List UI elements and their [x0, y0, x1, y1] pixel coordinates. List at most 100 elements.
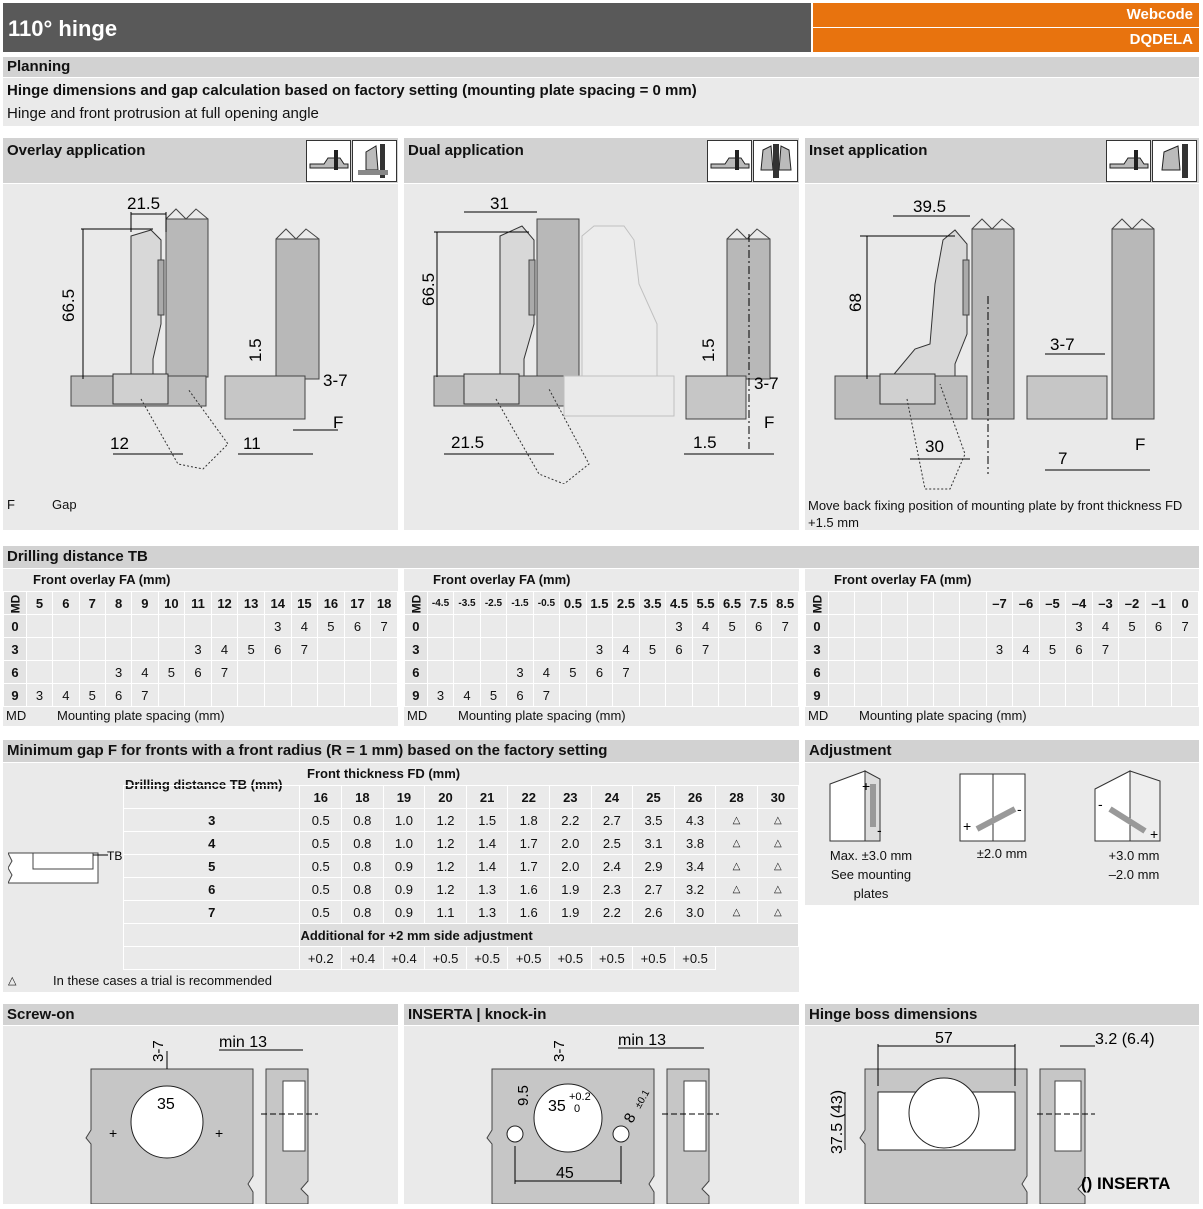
boss-w: 57: [935, 1030, 953, 1047]
fa-col-header: [827, 591, 856, 615]
tb-cell: 3: [506, 660, 534, 684]
gap-cell: 2.2: [590, 900, 634, 924]
tb-value: 7: [122, 900, 301, 924]
tb-cell: [1038, 660, 1067, 684]
tb-cell: 7: [532, 683, 561, 707]
gap-cell: 1.5: [465, 808, 509, 832]
tb-cell: [263, 683, 292, 707]
tb-cell: [1171, 660, 1199, 684]
tb-cell: 6: [343, 614, 372, 638]
gap-cell: 2.0: [549, 831, 592, 855]
fd-col-header: 18: [341, 785, 384, 809]
tb-cell: [585, 614, 614, 638]
tb-cell: [1012, 683, 1040, 707]
tb-cell: 6: [665, 637, 693, 661]
tb-cell: 5: [479, 683, 508, 707]
fa-col-header: [906, 591, 935, 615]
tb-cell: [880, 614, 908, 638]
md-desc-1: Mounting plate spacing (mm): [57, 708, 225, 723]
gap-cell: 1.4: [465, 831, 509, 855]
md-value: 0: [3, 614, 27, 638]
tb-cell: [1012, 614, 1040, 638]
md-label-3: MD: [808, 708, 829, 723]
tb-cell: [906, 637, 935, 661]
tb-cell: [906, 660, 935, 684]
tb-cell: [1118, 637, 1146, 661]
fd-col-header: 23: [549, 785, 592, 809]
gap-cell: 0.9: [382, 877, 426, 901]
tb-cell: 6: [1144, 614, 1173, 638]
overlay-dim-b: 11: [243, 434, 261, 453]
legend-key: F: [7, 497, 15, 512]
tb-cell: [25, 614, 54, 638]
tb-cell: [771, 637, 799, 661]
tb-cell: [104, 637, 133, 661]
tb-cell: 6: [1065, 637, 1093, 661]
inset-note: Move back fixing position of mounting pl…: [808, 498, 1183, 530]
legend-value: Gap: [52, 497, 77, 512]
tb-cell: 7: [131, 683, 159, 707]
tb-cell: 7: [370, 614, 398, 638]
fa-col-header: 15: [290, 591, 319, 615]
tb-cell: 3: [665, 614, 693, 638]
overlay-title: Overlay application: [7, 142, 146, 159]
tb-value: 4: [122, 831, 301, 855]
tb-cell: [827, 683, 856, 707]
tb-cell: 5: [157, 660, 186, 684]
tb-cell: [479, 660, 508, 684]
fa-col-header: 9: [131, 591, 159, 615]
tb-cell: [157, 614, 186, 638]
dual-dim-b: 1.5: [693, 433, 717, 452]
tb-cell: [744, 660, 773, 684]
fd-col-header: 20: [424, 785, 467, 809]
fa-col-header: 16: [317, 591, 345, 615]
tb-cell: 3: [104, 660, 133, 684]
tb-cell: [744, 637, 773, 661]
tb-cell: [184, 683, 212, 707]
gap-cell: 0.8: [341, 877, 384, 901]
tb-cell: [1065, 683, 1093, 707]
tb-cell: [426, 660, 455, 684]
tb-value: 3: [122, 808, 301, 832]
gap-cell: 2.4: [590, 854, 634, 878]
tb-cell: [426, 614, 455, 638]
tb-cell: [1065, 660, 1093, 684]
gap-cell: 0.8: [341, 831, 384, 855]
tb-cell: [52, 614, 80, 638]
tb-cell: [25, 637, 54, 661]
tb-cell: 3: [426, 683, 455, 707]
dual-application-icon: [707, 140, 798, 182]
tb-value: 5: [122, 854, 301, 878]
tb-cell: [880, 683, 908, 707]
gap-cell: △: [715, 854, 758, 878]
tb-cell: [210, 683, 239, 707]
fa-col-header: -0.5: [532, 591, 561, 615]
gap-cell: 0.5: [299, 854, 343, 878]
tb-cell: [959, 683, 987, 707]
adjust-item-3: +3.0 mm–2.0 mm: [1108, 848, 1160, 882]
fa-col-header: 6: [52, 591, 80, 615]
fa-col-header: [880, 591, 908, 615]
tb-cell: [479, 614, 508, 638]
gap-cell: △: [715, 877, 758, 901]
overlay-dim-h: 66.5: [59, 289, 78, 322]
fa-col-header: 17: [343, 591, 372, 615]
tb-cell: [985, 660, 1014, 684]
tb-cell: [1091, 660, 1120, 684]
overlay-diagram: 21.5 66.5 1.5 3-7 F 12 11: [59, 194, 348, 470]
inserta-off: 9.5: [515, 1085, 532, 1106]
tb-cell: [933, 614, 961, 638]
gap-cell: 3.8: [673, 831, 717, 855]
tb-cell: 5: [559, 660, 587, 684]
tb-cell: [1171, 637, 1199, 661]
gap-title: Minimum gap F for fronts with a front ra…: [3, 740, 799, 762]
tb-cell: 7: [771, 614, 799, 638]
gap-cell: △: [756, 831, 800, 855]
tb-cell: [959, 614, 987, 638]
